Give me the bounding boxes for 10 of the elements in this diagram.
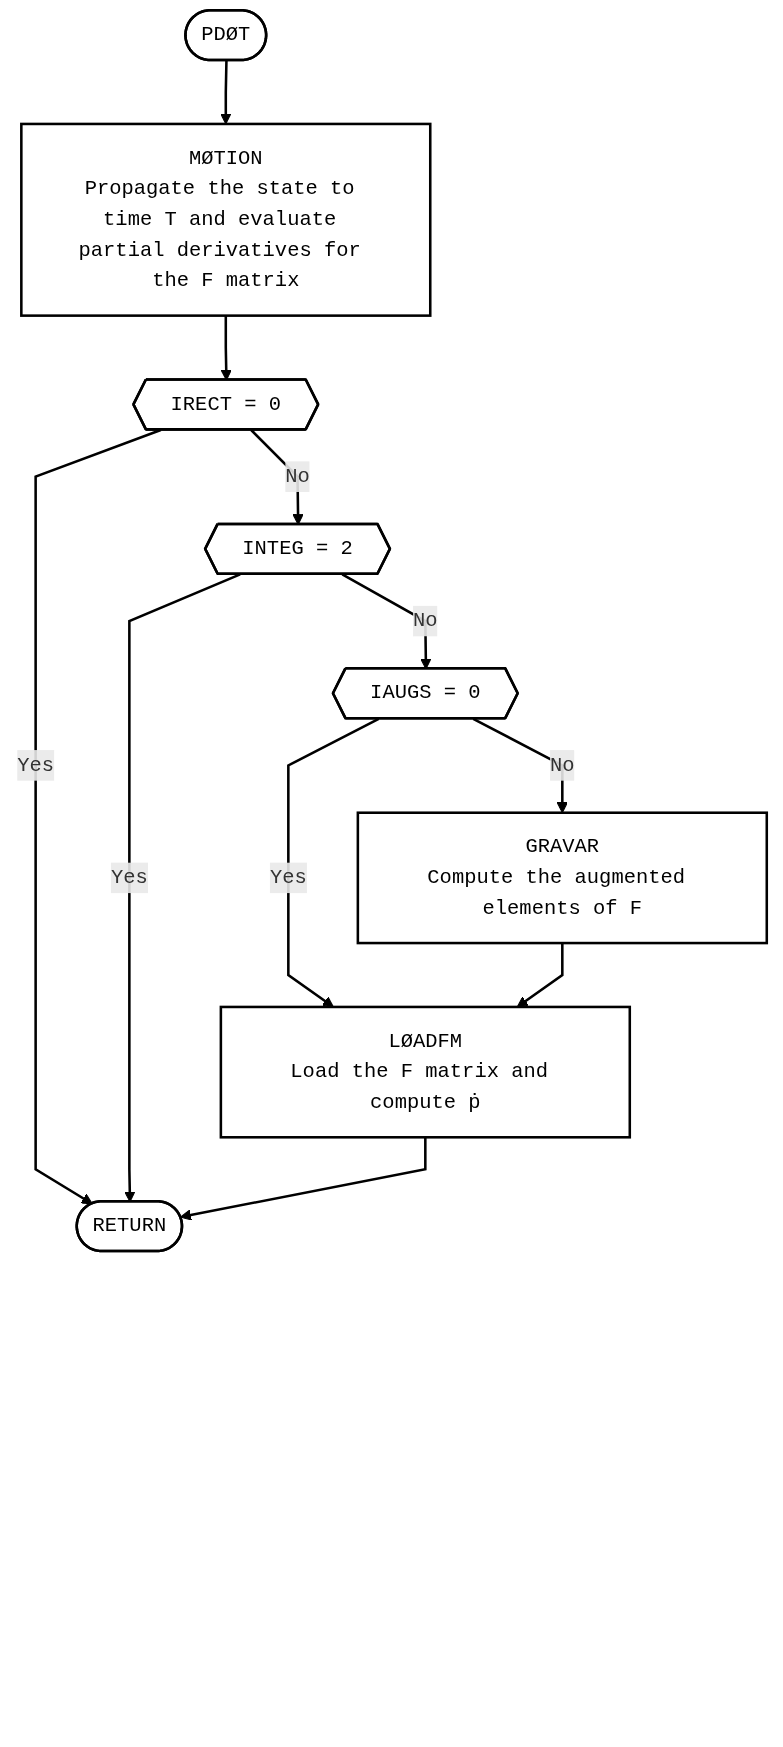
- edge-label: Yes: [110, 866, 148, 890]
- node-box: MØTION Propagate the state to time T and evaluate partial derivatives for the F matrix: [19, 122, 432, 317]
- edge-label: No: [412, 609, 438, 633]
- edge-label: Yes: [16, 753, 54, 777]
- node-box: GRAVAR Compute the augmented elements of F: [356, 811, 768, 945]
- edge-label: Yes: [269, 866, 307, 890]
- edge-label: No: [549, 753, 575, 777]
- edge-label: No: [284, 465, 310, 489]
- node-box: LØADFM Load the F matrix and compute ṗ: [219, 1005, 631, 1139]
- arrow: [179, 1137, 427, 1221]
